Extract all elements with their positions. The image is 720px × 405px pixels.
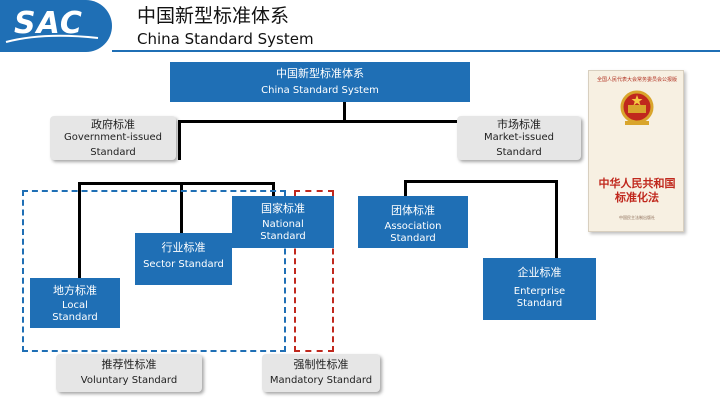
enterprise-node: 企业标准 Enterprise Standard bbox=[483, 258, 596, 320]
mandatory-group-border bbox=[294, 190, 334, 352]
market-node-cn: 市场标准 bbox=[497, 118, 541, 131]
mandatory-node-en: Mandatory Standard bbox=[269, 375, 373, 386]
association-node-cn: 团体标准 bbox=[391, 204, 435, 217]
standardization-law-book: 全国人民代表大会常务委员会公报版 中华人民共和国 标准化法 中国民主法制出版社 bbox=[588, 70, 684, 232]
connector-market-branch bbox=[404, 180, 558, 183]
root-node-en: China Standard System bbox=[261, 85, 379, 96]
connector-market-enterprise bbox=[555, 180, 558, 258]
enterprise-node-en1: Enterprise bbox=[513, 286, 566, 297]
local-node: 地方标准 Local Standard bbox=[30, 278, 120, 328]
government-node-cn: 政府标准 bbox=[91, 118, 135, 131]
mandatory-node-cn: 强制性标准 bbox=[293, 358, 349, 371]
sector-node-en: Sector Standard bbox=[143, 259, 224, 270]
book-header-text: 全国人民代表大会常务委员会公报版 bbox=[596, 77, 677, 83]
header-divider bbox=[112, 50, 720, 52]
connector-market-association bbox=[404, 180, 407, 198]
connector-gov-sector bbox=[180, 182, 183, 234]
connector-top-horizontal bbox=[178, 120, 520, 123]
voluntary-node-cn: 推荐性标准 bbox=[101, 358, 157, 371]
root-node-cn: 中国新型标准体系 bbox=[276, 67, 364, 80]
voluntary-node: 推荐性标准 Voluntary Standard bbox=[56, 354, 202, 392]
logo-banner bbox=[0, 0, 112, 52]
sector-node-cn: 行业标准 bbox=[161, 241, 206, 254]
national-node-cn: 国家标准 bbox=[261, 202, 305, 215]
local-node-en1: Local bbox=[62, 300, 88, 311]
association-node-en2: Standard bbox=[390, 233, 436, 244]
connector-root-down bbox=[343, 102, 346, 121]
sector-node: 行业标准 Sector Standard bbox=[135, 233, 232, 285]
market-node: 市场标准 Market-issued Standard bbox=[457, 116, 581, 160]
book-publisher: 中国民主法制出版社 bbox=[619, 215, 655, 220]
association-node: 团体标准 Association Standard bbox=[358, 196, 468, 248]
local-node-en2: Standard bbox=[52, 312, 98, 323]
connector-gov-branch bbox=[78, 182, 274, 185]
book-title: 中华人民共和国 标准化法 bbox=[595, 177, 679, 205]
book-title-line1: 中华人民共和国 bbox=[598, 177, 676, 190]
government-node-en2: Standard bbox=[90, 147, 136, 158]
voluntary-node-en: Voluntary Standard bbox=[80, 375, 178, 386]
government-node: 政府标准 Government-issued Standard bbox=[50, 116, 176, 160]
mandatory-node: 强制性标准 Mandatory Standard bbox=[262, 354, 380, 392]
enterprise-node-en2: Standard bbox=[516, 298, 563, 309]
national-emblem-icon bbox=[620, 90, 654, 125]
national-node-en1: National bbox=[262, 219, 304, 230]
page-title-en: China Standard System bbox=[137, 30, 314, 48]
book-title-line2: 标准化法 bbox=[615, 191, 659, 204]
connector-gov-national bbox=[272, 182, 275, 197]
page-title-cn: 中国新型标准体系 bbox=[137, 5, 290, 27]
government-node-en1: Government-issued bbox=[63, 132, 162, 143]
connector-gov-local bbox=[78, 182, 81, 278]
enterprise-node-cn: 企业标准 bbox=[517, 266, 562, 279]
connector-gov-down bbox=[178, 120, 181, 160]
root-node: 中国新型标准体系 China Standard System bbox=[170, 62, 470, 102]
logo-swoosh-icon bbox=[5, 34, 99, 43]
local-node-cn: 地方标准 bbox=[53, 284, 97, 297]
national-node: 国家标准 National Standard bbox=[232, 196, 334, 248]
association-node-en1: Association bbox=[384, 221, 442, 232]
voluntary-group-border bbox=[22, 190, 286, 352]
national-node-en2: Standard bbox=[260, 231, 306, 242]
market-node-en1: Market-issued bbox=[483, 132, 555, 143]
market-node-en2: Standard bbox=[496, 147, 542, 158]
